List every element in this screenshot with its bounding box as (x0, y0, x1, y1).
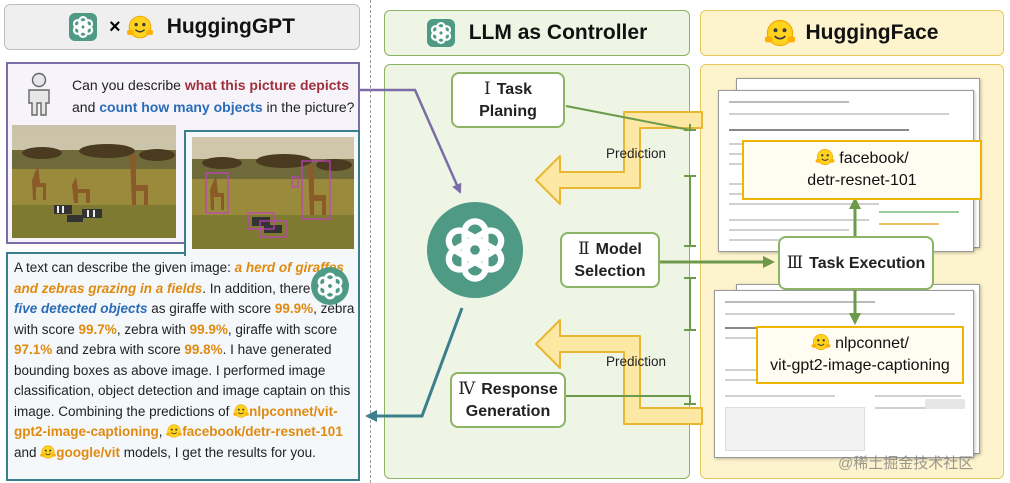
step-number: Ⅲ (786, 252, 804, 273)
request-highlight-describe: what this picture depicts (184, 77, 349, 93)
score-value: 99.8% (184, 342, 223, 357)
model-tag-captioning: nlpconnet/ vit-gpt2-image-captioning (756, 326, 964, 384)
step-label-line2: Planing (479, 102, 537, 120)
score-value: 99.7% (78, 321, 117, 337)
hugging-face-emoji-icon (765, 19, 796, 47)
model-name-detr: facebook/detr-resnet-101 (182, 424, 343, 439)
step-label: Model (595, 240, 642, 258)
step-label-line2: Generation (465, 402, 551, 420)
openai-logo-icon (426, 19, 455, 47)
response-text-part: . In addition, there are (202, 280, 334, 296)
hugginggpt-title: HuggingGPT (166, 15, 295, 38)
prediction-label-bottom: Prediction (606, 354, 667, 369)
request-text-part: Can you describe (72, 77, 185, 93)
model-tag-detr: facebook/ detr-resnet-101 (742, 140, 982, 200)
hugginggpt-header: × HuggingGPT (4, 4, 360, 50)
hugging-face-emoji-icon (40, 444, 57, 459)
request-text-part: and (72, 99, 100, 115)
score-value: 99.9% (189, 321, 228, 337)
step-number: Ⅰ (484, 78, 491, 99)
model-tag-line: vit-gpt2-image-captioning (770, 357, 950, 374)
person-icon (28, 72, 50, 116)
response-highlight-caption: a herd of giraffes and zebras grazing in… (14, 260, 344, 296)
prediction-label-top: Prediction (606, 146, 667, 161)
score-value: 97.1% (14, 342, 53, 357)
response-text-part: . I have generated bounding boxes as abo… (14, 342, 351, 419)
panel-divider (370, 0, 371, 483)
response-text-part: and zebra with score (52, 342, 185, 357)
huggingface-header: HuggingFace (700, 10, 1004, 56)
hugging-face-emoji-icon (232, 403, 250, 418)
model-tag-line: facebook/ (839, 150, 909, 167)
step-label-line2: Selection (574, 262, 646, 280)
model-tag-line: nlpconnet/ (835, 335, 909, 352)
step-label: Task (496, 80, 532, 98)
score-value: 99.9% (274, 301, 314, 316)
llm-controller-title: LLM as Controller (468, 21, 648, 44)
response-text: A text can describe the given image: a h… (14, 258, 356, 463)
detected-image (192, 137, 354, 249)
openai-logo-icon (311, 267, 349, 305)
hugging-face-emoji-icon (126, 15, 153, 39)
hugging-face-emoji-icon (811, 333, 832, 351)
response-text-part: models, I get the results for you. (120, 444, 316, 460)
openai-logo-icon (69, 13, 97, 41)
user-request-text: Can you describe what this picture depic… (72, 74, 358, 118)
hugging-face-emoji-icon (166, 424, 183, 438)
response-text-part: and (14, 444, 41, 460)
response-text-part: , zebra with (116, 321, 190, 337)
response-text-part: A text can describe the given image: (14, 260, 235, 275)
response-text-part: , zebra with score (14, 301, 355, 337)
response-text-part: , giraffe with score (227, 321, 338, 337)
response-text-part: as giraffe with score (147, 301, 275, 316)
response-text-part: , (158, 424, 167, 439)
request-text-part: in the picture? (262, 99, 355, 115)
model-tag-line: detr-resnet-101 (807, 172, 917, 189)
model-name-vit: google/vit (56, 444, 121, 460)
times-symbol: × (109, 15, 121, 38)
model-name-captioning: nlpconnet/vit-gpt2-image-captioning (14, 403, 338, 440)
response-box (6, 252, 360, 481)
input-image (12, 125, 176, 238)
step-task-execution: Ⅲ Task Execution (778, 236, 934, 290)
llm-controller-header: LLM as Controller (384, 10, 690, 56)
central-openai-logo-icon (427, 202, 523, 298)
response-highlight-detected: five detected objects (14, 301, 148, 316)
step-label: Task Execution (809, 254, 926, 272)
request-highlight-count: count how many objects (99, 99, 263, 115)
watermark: @稀土掘金技术社区 (838, 455, 974, 472)
hugging-face-emoji-icon (815, 148, 836, 166)
step-number: Ⅱ (578, 238, 590, 259)
step-number: Ⅳ (458, 378, 476, 399)
step-label: Response (481, 380, 558, 398)
huggingface-title: HuggingFace (805, 21, 939, 44)
